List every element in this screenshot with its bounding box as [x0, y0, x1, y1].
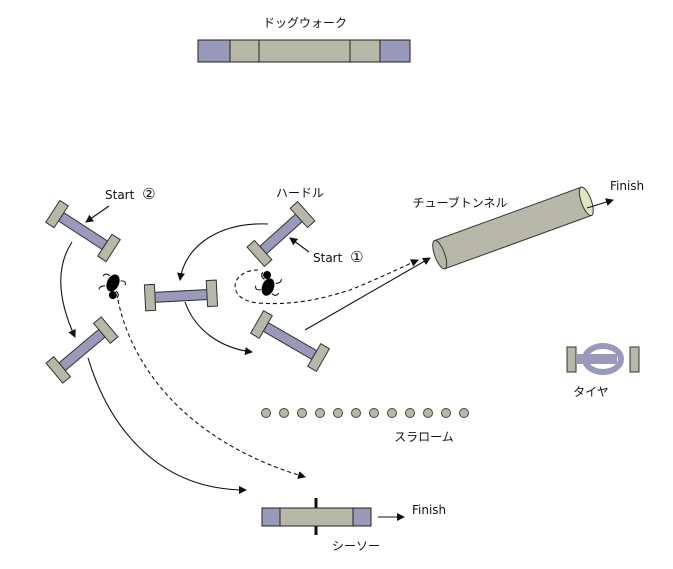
route-2-dog-path: [117, 299, 306, 479]
seesaw-finish-label: Finish: [412, 503, 446, 517]
tunnel-exit: [578, 186, 594, 217]
start-2-label: Start ②: [105, 185, 156, 203]
dogwalk-ramp-right: [379, 39, 411, 63]
hurdle-a: [45, 199, 121, 263]
start-1-label: Start ①: [313, 248, 364, 266]
start-2-marker: Start ②: [85, 185, 156, 223]
tire: タイヤ: [566, 343, 640, 399]
route-1-to-tunnel: [304, 257, 431, 331]
tunnel-finish-label: Finish: [610, 179, 644, 193]
route-1-dog-path: [234, 259, 419, 305]
route-2-to-hurdle-c: [60, 241, 76, 338]
hurdle-b: [143, 279, 219, 312]
slalom-pole: [369, 408, 379, 418]
dogwalk-section: [349, 39, 381, 63]
route-1-under: [184, 301, 253, 356]
dogwalk-ramp-left: [197, 39, 231, 63]
dogwalk-plank: [258, 39, 351, 63]
slalom-pole: [423, 408, 433, 418]
slalom-pole: [405, 408, 415, 418]
slalom-label: スラローム: [394, 430, 454, 444]
dogwalk: ドッグウォーク: [197, 16, 411, 63]
slalom-pole: [459, 408, 469, 418]
slalom: スラローム: [261, 408, 469, 444]
slalom-pole: [441, 408, 451, 418]
start-1-marker: Start ①: [289, 237, 364, 266]
hurdle-label: ハードル: [276, 186, 324, 200]
tunnel-label: チューブトンネル: [412, 195, 507, 210]
slalom-pole: [261, 408, 271, 418]
slalom-pole: [333, 408, 343, 418]
slalom-pole: [351, 408, 361, 418]
seesaw: Finish シーソー: [261, 498, 446, 553]
dogwalk-label: ドッグウォーク: [263, 16, 347, 30]
tire-label: タイヤ: [573, 385, 609, 399]
hurdle-c: [45, 316, 119, 384]
start-1-arrow: [289, 237, 310, 253]
start-2-arrow: [85, 205, 110, 223]
slalom-pole: [279, 408, 289, 418]
route-2-to-seesaw: [87, 357, 247, 494]
route-1-loop: [177, 223, 269, 281]
hurdle-e: [249, 310, 331, 372]
hurdle-d: [246, 200, 316, 268]
tunnel-finish-arrow: [586, 198, 614, 209]
tube-tunnel: チューブトンネル Finish: [412, 179, 644, 270]
dog-2-icon: [98, 273, 126, 300]
slalom-pole: [315, 408, 325, 418]
slalom-pole: [387, 408, 397, 418]
dogwalk-section: [229, 39, 260, 63]
slalom-pole: [297, 408, 307, 418]
seesaw-label: シーソー: [332, 539, 380, 553]
dog-1-icon: [255, 270, 282, 296]
